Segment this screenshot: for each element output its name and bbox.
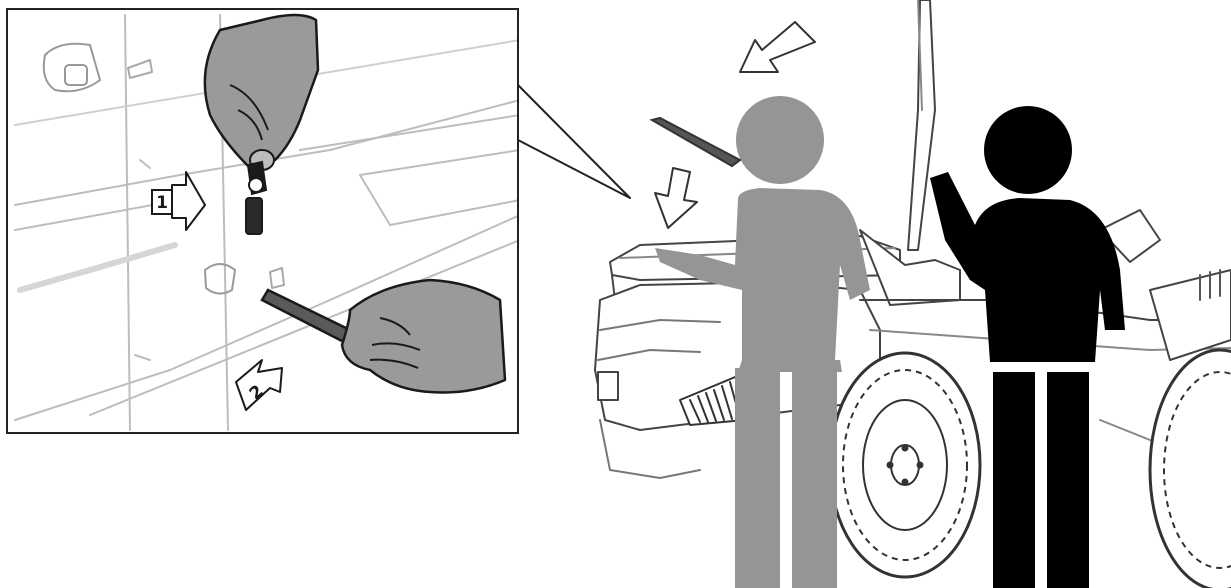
callout-pointer — [518, 85, 630, 198]
direction-arrow-icon — [740, 22, 815, 72]
canopy-pole — [908, 0, 935, 250]
direction-arrow-icon — [655, 168, 697, 228]
tail-light — [598, 372, 618, 400]
canopy-bar — [652, 118, 740, 166]
step-1-label: 1 — [156, 193, 168, 213]
rear-wheel — [830, 353, 980, 577]
front-wheel — [1150, 350, 1231, 588]
detail-panel: 1 2 — [7, 9, 520, 433]
